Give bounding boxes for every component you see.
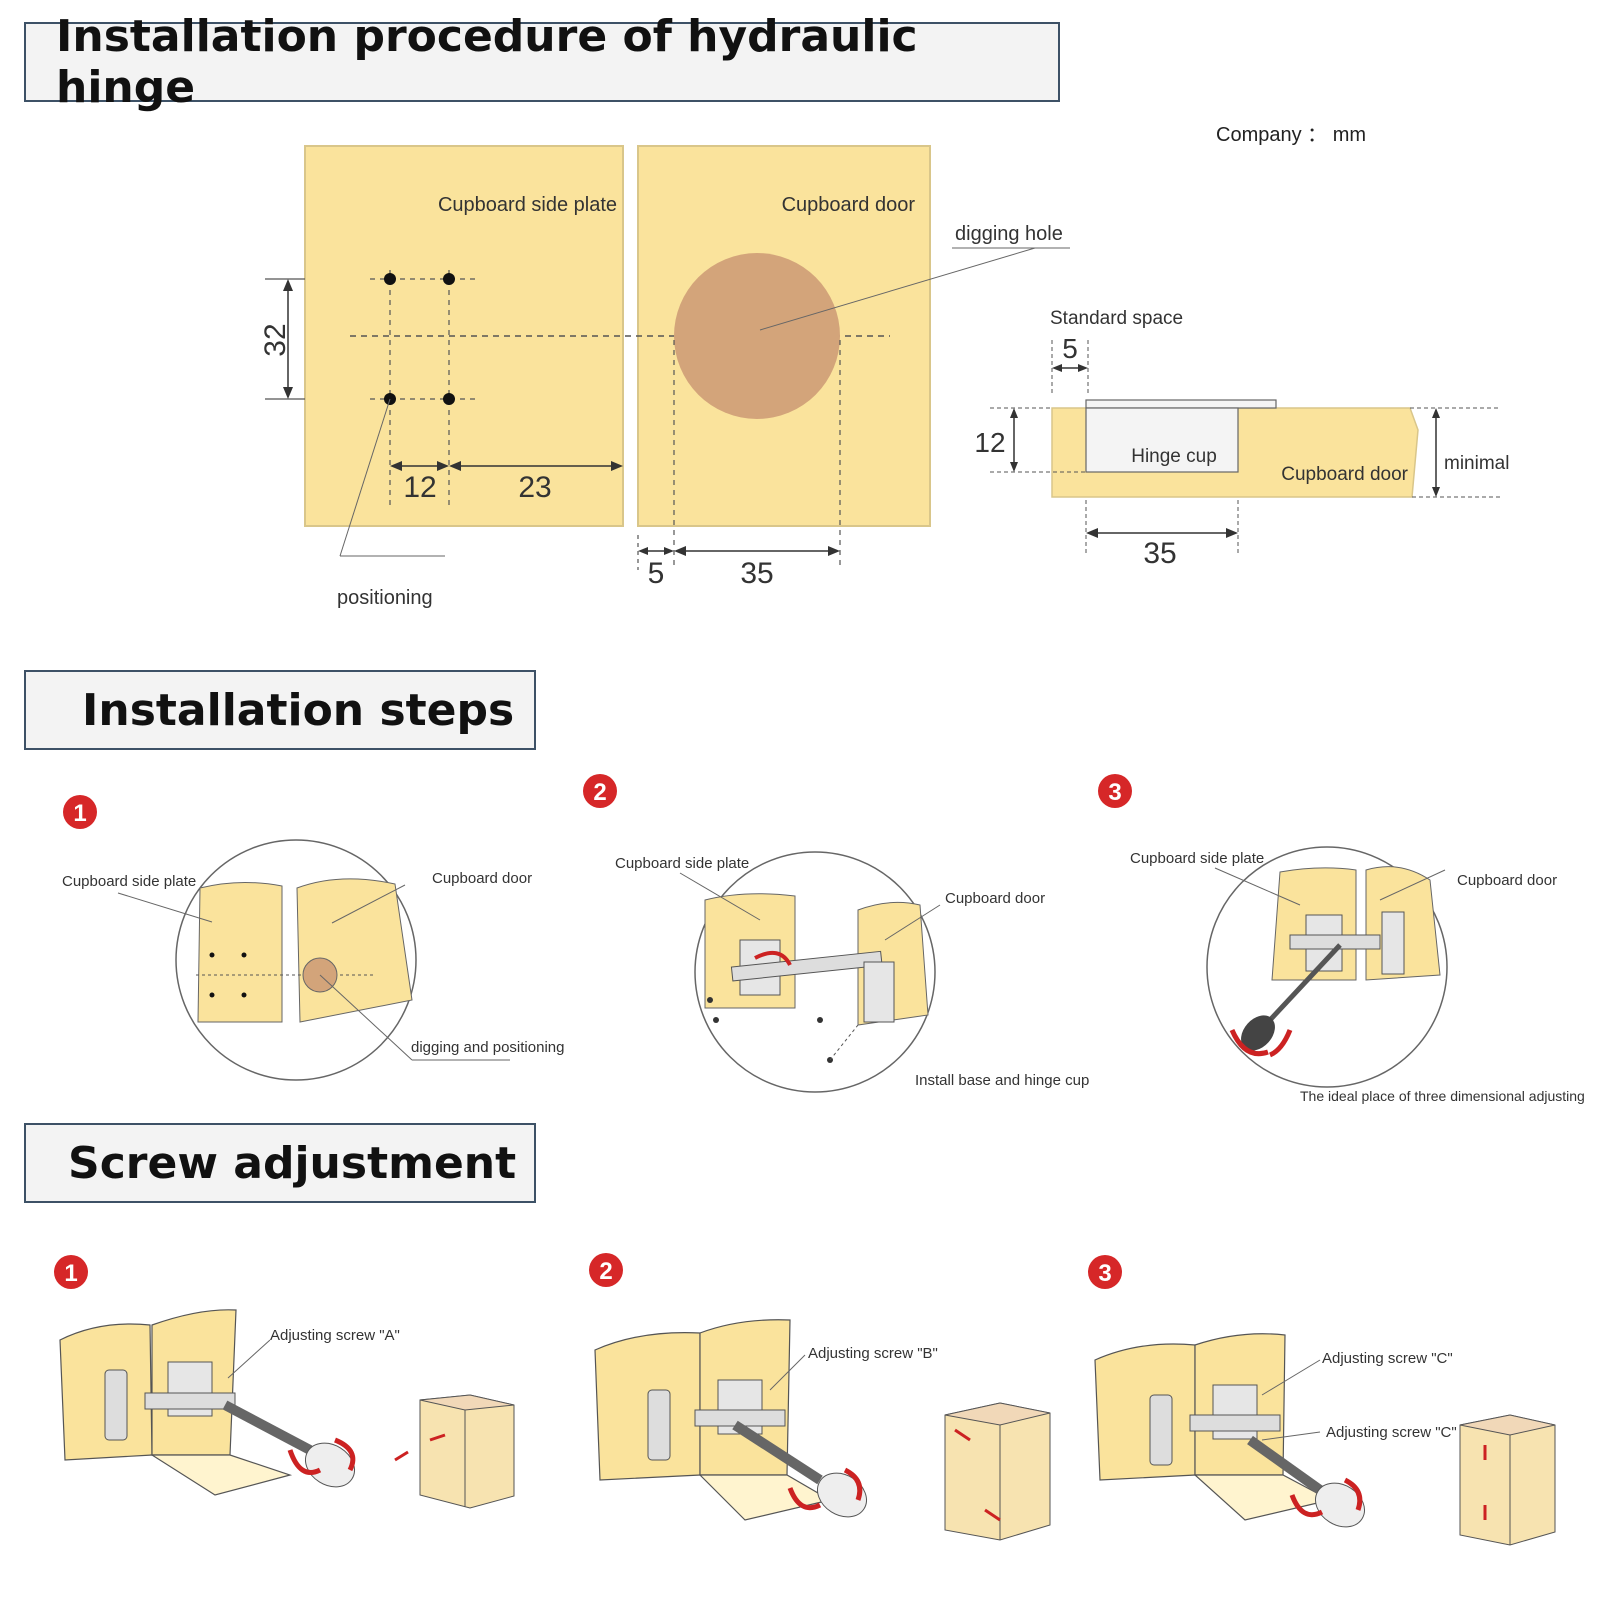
step-1-caption: digging and positioning (411, 1039, 564, 1056)
step-3: 3 Cupboard side plate Cupboard door The … (1098, 774, 1585, 1104)
digging-hole-leader (759, 247, 1036, 331)
hinge-cup-flange (1085, 399, 1277, 409)
screw-c-top-label: Adjusting screw "C" (1322, 1350, 1453, 1367)
hinge-cup (1085, 407, 1239, 473)
minimal-label: minimal (1444, 453, 1509, 474)
side-plate-label: Cupboard side plate (438, 194, 617, 216)
door-label: Cupboard door (782, 194, 916, 216)
step-number: 2 (599, 1258, 612, 1285)
unit-label: Company ： mm (1216, 124, 1367, 146)
step-badge (589, 1253, 623, 1287)
step-1-right-label: Cupboard door (432, 870, 532, 887)
step-number: 1 (64, 1260, 77, 1287)
screw-1: 1 Adjusting screw "A" (54, 1255, 515, 1509)
screw-2: 2 Adjusting screw "B" (589, 1253, 1051, 1541)
cup-diameter-dim: 35 (1143, 537, 1176, 570)
step-badge (63, 795, 97, 829)
digging-hole (674, 253, 840, 419)
steps-heading-text: Installation steps (82, 684, 515, 736)
step-badge (1098, 774, 1132, 808)
dim-23: 23 (518, 471, 551, 504)
dim-32: 32 (259, 323, 292, 356)
screw-a-label: Adjusting screw "A" (270, 1327, 400, 1344)
step-3-caption: The ideal place of three dimensional adj… (1300, 1088, 1585, 1104)
step-badge (583, 774, 617, 808)
step-1-left-label: Cupboard side plate (62, 873, 196, 890)
screw-b-label: Adjusting screw "B" (808, 1345, 938, 1362)
positioning-holes (370, 270, 480, 505)
dim-12: 12 (403, 471, 436, 504)
step-3-left-label: Cupboard side plate (1130, 850, 1264, 867)
positioning-label: positioning (337, 587, 433, 609)
step-number: 3 (1108, 779, 1121, 806)
step-3-right-label: Cupboard door (1457, 872, 1557, 889)
positioning-hole (443, 393, 455, 405)
step-number: 1 (73, 800, 86, 827)
step-2-caption: Install base and hinge cup (915, 1072, 1089, 1089)
step-1: 1 Cupboard side plate Cupboard door digg… (62, 795, 564, 1081)
step-2-right-label: Cupboard door (945, 890, 1045, 907)
digging-hole-label: digging hole (955, 223, 1063, 245)
screw-c-bottom-label: Adjusting screw "C" (1326, 1424, 1457, 1441)
standard-space-dim: 5 (1062, 333, 1078, 364)
step-badge (54, 1255, 88, 1289)
step-badge (1088, 1255, 1122, 1289)
positioning-leader (339, 398, 391, 557)
cup-depth-dim: 12 (974, 427, 1005, 458)
screw-heading: Screw adjustment (24, 1123, 536, 1203)
step-number: 2 (593, 779, 606, 806)
steps-heading: Installation steps (24, 670, 536, 750)
positioning-hole (384, 273, 396, 285)
procedure-heading-text: Installation procedure of hydraulic hing… (56, 11, 918, 113)
door-section-label: Cupboard door (1281, 464, 1408, 485)
dim-35: 35 (740, 557, 773, 590)
dim-5: 5 (648, 557, 665, 590)
step-2-left-label: Cupboard side plate (615, 855, 749, 872)
procedure-heading: Installation procedure of hydraulic hing… (24, 11, 1060, 113)
cross-section: Standard space 5 Hinge cup Cupboard door… (974, 308, 1509, 570)
positioning-hole (443, 273, 455, 285)
step-number: 3 (1098, 1260, 1111, 1287)
standard-space-label: Standard space (1050, 308, 1183, 329)
hinge-cup-label: Hinge cup (1131, 446, 1217, 467)
step-2: 2 Cupboard side plate Cupboard door Inst… (583, 774, 1089, 1093)
screw-3: 3 Adjusting screw "C" Adjusting screw "C… (1088, 1255, 1556, 1546)
screw-heading-text: Screw adjustment (68, 1137, 517, 1189)
